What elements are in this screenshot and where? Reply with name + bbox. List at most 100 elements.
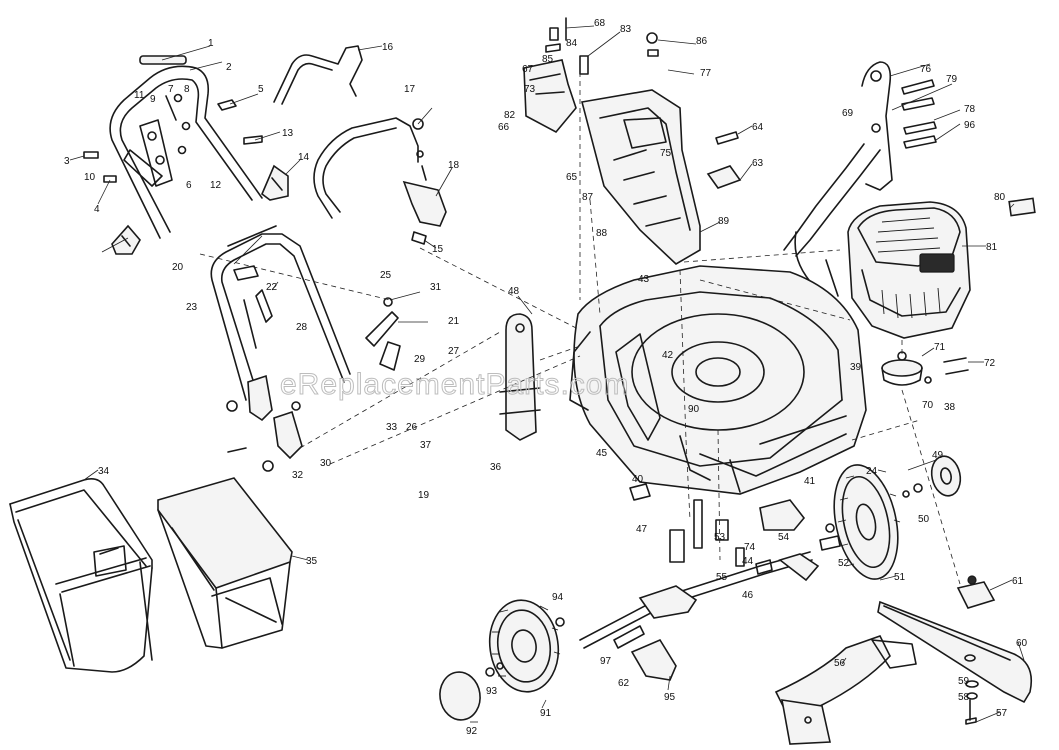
front-axle <box>579 483 841 681</box>
callout-25: 25 <box>380 270 392 281</box>
grass-bag <box>157 477 293 649</box>
callout-38: 38 <box>944 402 956 413</box>
callout-52: 52 <box>838 558 850 569</box>
small-clip-64 <box>715 131 739 145</box>
callout-8: 8 <box>184 84 190 95</box>
small-block-63 <box>706 165 742 189</box>
callout-16: 16 <box>382 42 394 53</box>
callout-6: 6 <box>186 180 192 191</box>
bag-frame <box>9 478 153 673</box>
callout-27: 27 <box>448 346 460 357</box>
bail-rod-lower <box>313 117 424 219</box>
callout-65: 65 <box>566 172 578 183</box>
callout-81: 81 <box>986 242 998 253</box>
lower-handle <box>210 225 401 401</box>
label-80 <box>1008 197 1036 217</box>
callout-80: 80 <box>994 192 1006 203</box>
callout-77: 77 <box>700 68 712 79</box>
callout-62: 62 <box>618 678 630 689</box>
callout-84: 84 <box>566 38 578 49</box>
callout-14: 14 <box>298 152 310 163</box>
callout-59: 59 <box>958 676 970 687</box>
callout-61: 61 <box>1012 576 1024 587</box>
callout-31: 31 <box>430 282 442 293</box>
callout-15: 15 <box>432 244 444 255</box>
callout-7: 7 <box>168 84 174 95</box>
callout-37: 37 <box>420 440 432 451</box>
handle-knob-left <box>111 224 141 255</box>
control-bracket <box>402 150 447 245</box>
engine <box>794 197 1036 339</box>
rear-axle-handle-bracket <box>783 61 937 257</box>
callout-96: 96 <box>964 120 976 131</box>
hubcap-49-left <box>439 617 565 721</box>
callout-26: 26 <box>406 422 418 433</box>
callout-1: 1 <box>208 38 214 49</box>
callout-21: 21 <box>448 316 460 327</box>
callout-64: 64 <box>752 122 764 133</box>
watermark-text: eReplacementParts.com <box>280 368 629 401</box>
callout-79: 79 <box>946 74 958 85</box>
callout-39: 39 <box>850 362 862 373</box>
explosion-lines <box>199 72 961 585</box>
callout-68: 68 <box>594 18 606 29</box>
callout-92: 92 <box>466 726 478 737</box>
callout-23: 23 <box>186 302 198 313</box>
callout-95: 95 <box>664 692 676 703</box>
callout-33: 33 <box>386 422 398 433</box>
callout-83: 83 <box>620 24 632 35</box>
callout-40: 40 <box>632 474 644 485</box>
callout-50: 50 <box>918 514 930 525</box>
callout-89: 89 <box>718 216 730 227</box>
callout-76: 76 <box>920 64 932 75</box>
bail-rod-upper <box>273 45 363 105</box>
callout-86: 86 <box>696 36 708 47</box>
callout-20: 20 <box>172 262 184 273</box>
blade-bolt <box>965 680 979 725</box>
callout-70: 70 <box>922 400 934 411</box>
blade <box>877 600 1033 704</box>
engine-fuel-cap-panel <box>919 253 955 273</box>
callout-94: 94 <box>552 592 564 603</box>
callout-43: 43 <box>638 274 650 285</box>
deflector <box>774 635 917 745</box>
callout-34: 34 <box>98 466 110 477</box>
callout-42: 42 <box>662 350 674 361</box>
callout-41: 41 <box>804 476 816 487</box>
callout-4: 4 <box>94 204 100 215</box>
callout-91: 91 <box>540 708 552 719</box>
callout-63: 63 <box>752 158 764 169</box>
callout-18: 18 <box>448 160 460 171</box>
callout-60: 60 <box>1016 638 1028 649</box>
callout-73: 73 <box>524 84 536 95</box>
callout-78: 78 <box>964 104 976 115</box>
callout-74: 74 <box>744 542 756 553</box>
callout-97: 97 <box>600 656 612 667</box>
callout-9: 9 <box>150 94 156 105</box>
callout-10: 10 <box>84 172 96 183</box>
callout-72: 72 <box>984 358 996 369</box>
rear-chute <box>579 32 701 265</box>
callout-53: 53 <box>714 532 726 543</box>
callout-17: 17 <box>404 84 416 95</box>
callout-55: 55 <box>716 572 728 583</box>
blade-adapter-71 <box>881 351 923 386</box>
callout-46: 46 <box>742 590 754 601</box>
callout-71: 71 <box>934 342 946 353</box>
rear-flap <box>523 17 577 134</box>
callout-56: 56 <box>834 658 846 669</box>
callout-30: 30 <box>320 458 332 469</box>
callout-67: 67 <box>522 64 534 75</box>
callout-87: 87 <box>582 192 594 203</box>
callout-32: 32 <box>292 470 304 481</box>
callout-2: 2 <box>226 62 232 73</box>
hubcap-49-right <box>902 455 962 498</box>
rear-bracket <box>499 313 541 441</box>
callout-labels: 1 2 3 4 5 6 7 8 9 10 11 12 13 14 15 16 1… <box>64 18 1028 737</box>
callout-49: 49 <box>932 450 944 461</box>
blade-adapter-61 <box>956 575 996 609</box>
callout-36: 36 <box>490 462 502 473</box>
handle-knob-right <box>261 164 289 201</box>
callout-93: 93 <box>486 686 498 697</box>
